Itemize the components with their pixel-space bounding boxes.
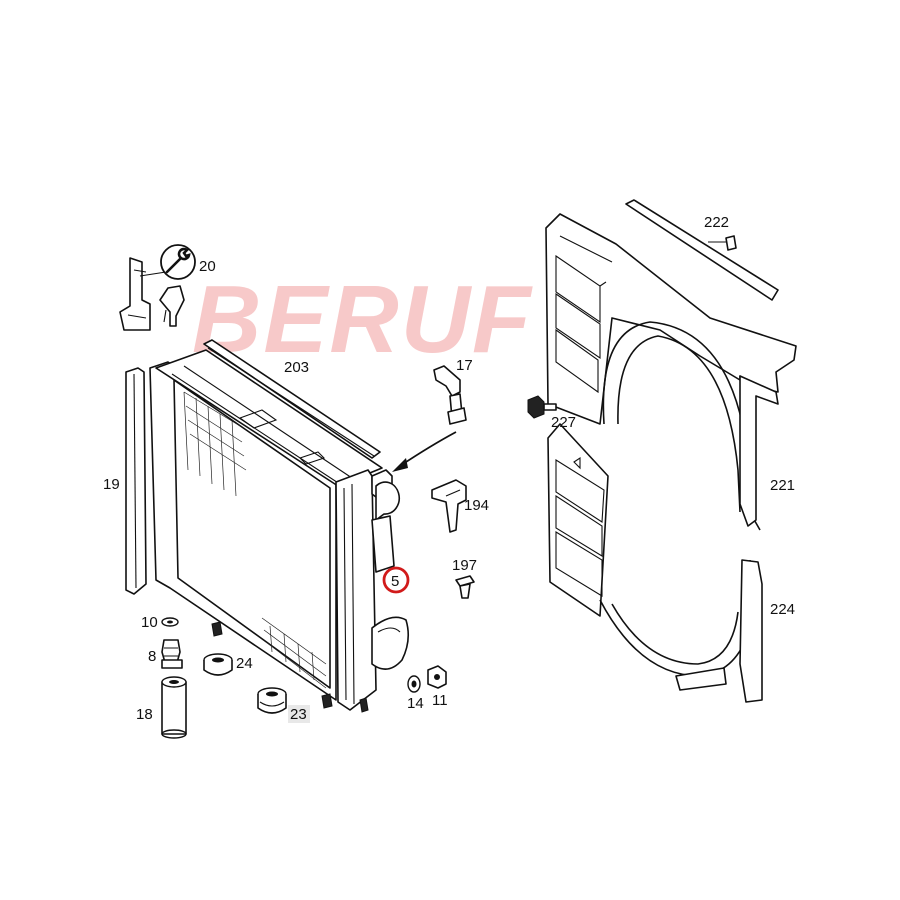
part-24-rubber-mount [203,653,233,676]
part-20-clip [119,257,185,331]
callout-20: 20 [199,258,216,275]
part-203-top-seal [203,339,381,459]
callout-18: 18 [136,706,153,723]
part-18-spacer-sleeve [161,676,187,739]
callout-14: 14 [407,695,424,712]
part-10-washer [161,617,179,627]
callout-23-background [288,705,310,723]
part-222-shroud-seal [625,199,779,301]
part-197-push-pin [455,575,475,599]
part-23-rubber-mount [257,687,287,714]
part-8-bolt [161,639,183,669]
callout-221: 221 [770,477,795,494]
callout-11: 11 [432,692,448,709]
wrench-icon [160,244,196,280]
callout-5: 5 [391,573,399,590]
callout-203: 203 [284,359,309,376]
callout-224: 224 [770,601,795,618]
callout-8: 8 [148,648,156,665]
part-14-washer [407,675,421,693]
callout-17: 17 [456,357,473,374]
part-19-seal-strip [125,367,147,595]
callout-23: 23 [290,706,307,723]
radiator-core [149,349,410,713]
assembly-arrow [392,431,457,472]
part-227-bolt [527,395,557,419]
part-11-nut [427,665,447,689]
callout-5-highlight-ring [382,566,410,594]
callout-19: 19 [103,476,120,493]
callout-197: 197 [452,557,477,574]
part-194-bracket [431,479,467,533]
callout-24: 24 [236,655,253,672]
watermark-text: BERUF [192,266,533,373]
callout-194: 194 [464,497,489,514]
callout-222: 222 [704,214,729,231]
callout-10: 10 [141,614,158,631]
callout-227: 227 [551,414,576,431]
fan-shroud [545,213,797,703]
part-17-bleed-fitting [433,365,467,425]
